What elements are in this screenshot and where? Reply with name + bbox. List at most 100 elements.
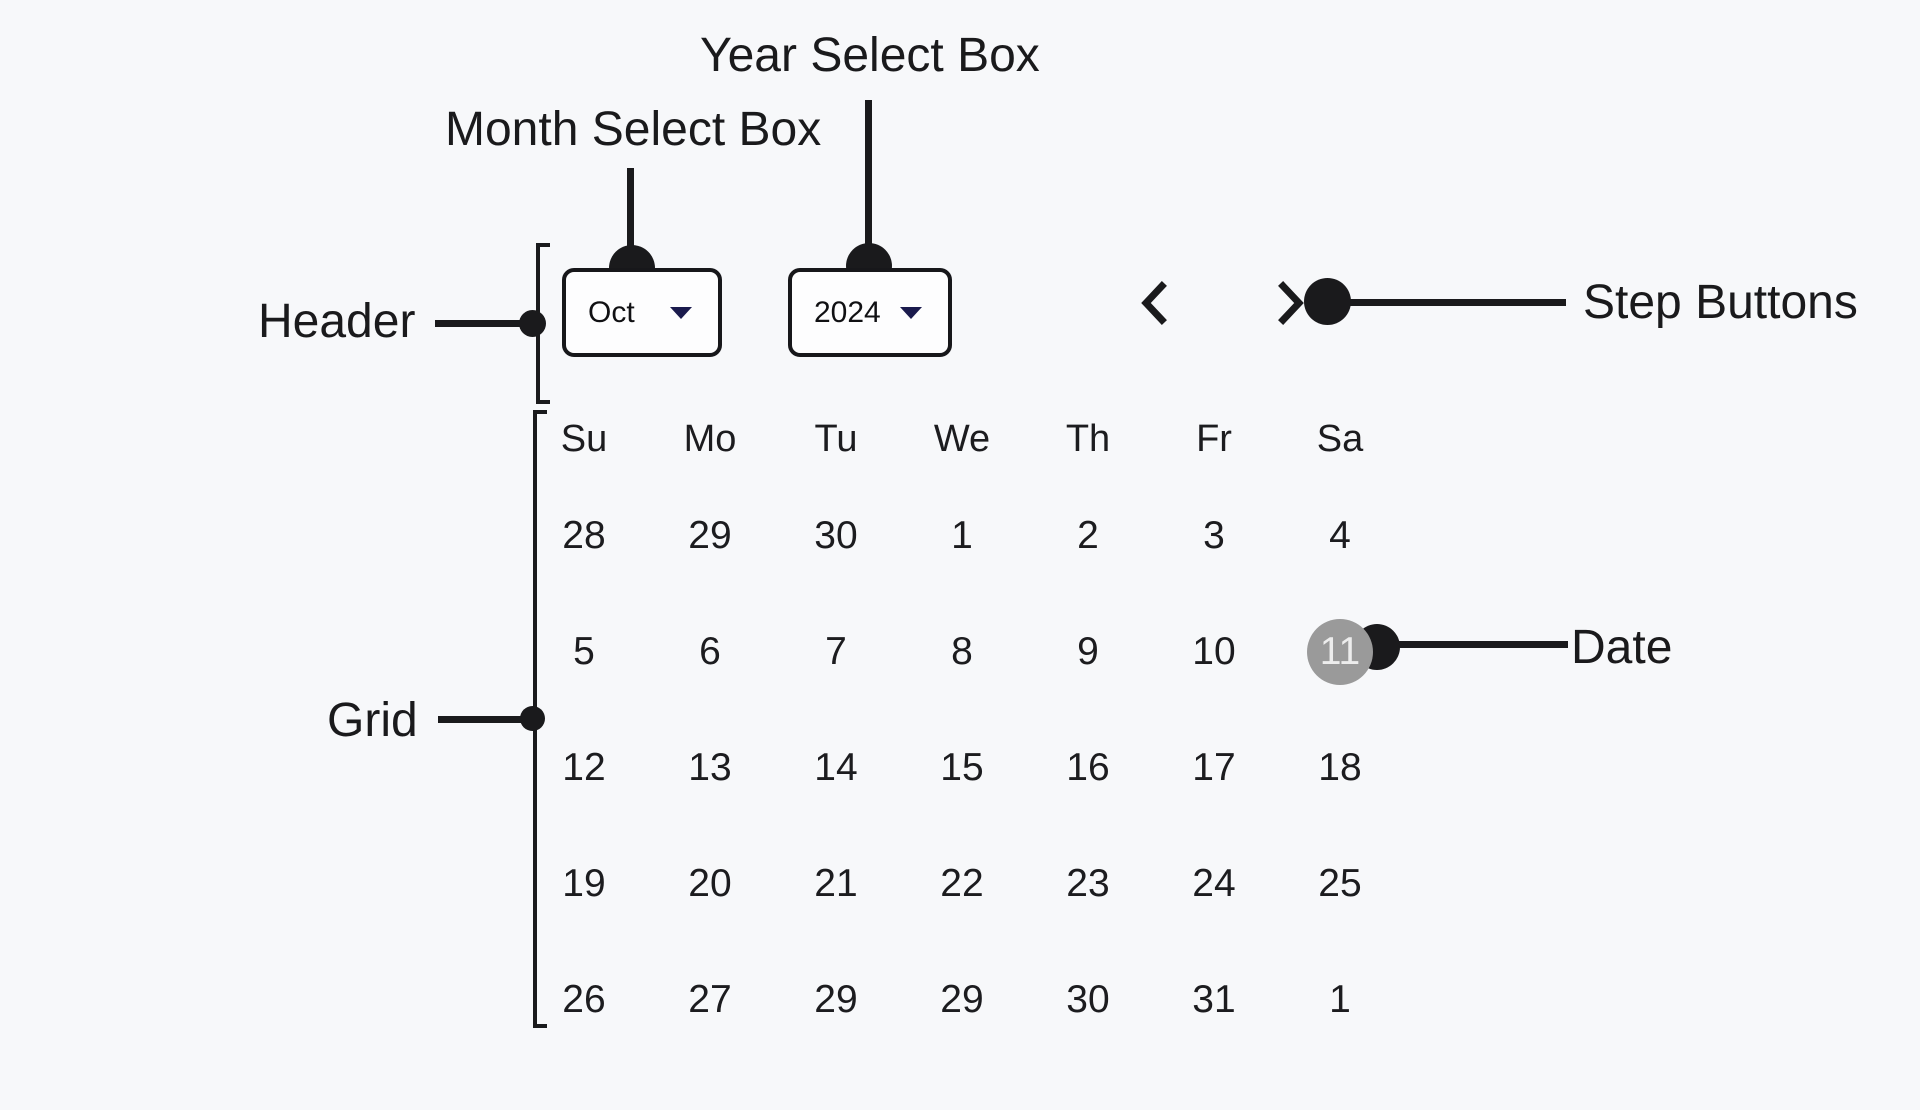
day-label: 8 <box>951 630 973 673</box>
calendar-day[interactable]: 7 <box>773 594 899 710</box>
year-select-annotation-label: Year Select Box <box>700 29 1040 82</box>
day-label: 22 <box>940 862 984 905</box>
grid-connector-dot <box>520 706 545 731</box>
calendar-day[interactable]: 5 <box>521 594 647 710</box>
weekday-header: Sa <box>1277 400 1403 478</box>
calendar-day[interactable]: 21 <box>773 826 899 942</box>
date-annotation-label: Date <box>1571 621 1673 674</box>
calendar-day[interactable]: 16 <box>1025 710 1151 826</box>
day-label: 6 <box>699 630 721 673</box>
step-annotation-line <box>1335 299 1566 306</box>
grid-bracket <box>533 410 547 1028</box>
calendar-grid: Su Mo Tu We Th Fr Sa 28 29 30 1 2 3 4 5 … <box>521 400 1403 1058</box>
day-label: 30 <box>1066 978 1110 1021</box>
weekday-header: Fr <box>1151 400 1277 478</box>
header-bracket <box>536 243 550 404</box>
day-label: 26 <box>562 978 606 1021</box>
weekday-label: Th <box>1065 417 1111 460</box>
day-label: 23 <box>1066 862 1110 905</box>
calendar-day[interactable]: 29 <box>773 942 899 1058</box>
day-label: 12 <box>562 746 606 789</box>
day-label: 9 <box>1077 630 1099 673</box>
weekday-header: Mo <box>647 400 773 478</box>
calendar-day[interactable]: 9 <box>1025 594 1151 710</box>
month-select-box[interactable]: Oct <box>562 268 722 357</box>
calendar-day[interactable]: 1 <box>899 478 1025 594</box>
day-label: 27 <box>688 978 732 1021</box>
calendar-day[interactable]: 1 <box>1277 942 1403 1058</box>
calendar-day[interactable]: 30 <box>773 478 899 594</box>
calendar-day-selected[interactable]: 11 <box>1277 594 1403 710</box>
calendar-day[interactable]: 28 <box>521 478 647 594</box>
calendar-day[interactable]: 15 <box>899 710 1025 826</box>
calendar-day[interactable]: 19 <box>521 826 647 942</box>
weekday-label: Sa <box>1316 417 1364 460</box>
weekday-label: Su <box>560 417 608 460</box>
year-select-box[interactable]: 2024 <box>788 268 952 357</box>
calendar-day[interactable]: 25 <box>1277 826 1403 942</box>
calendar-day[interactable]: 4 <box>1277 478 1403 594</box>
calendar-day[interactable]: 17 <box>1151 710 1277 826</box>
day-label: 2 <box>1077 514 1099 557</box>
day-label: 18 <box>1318 746 1362 789</box>
day-label: 29 <box>940 978 984 1021</box>
day-label: 15 <box>940 746 984 789</box>
calendar-day[interactable]: 18 <box>1277 710 1403 826</box>
calendar-day[interactable]: 23 <box>1025 826 1151 942</box>
month-select-annotation-label: Month Select Box <box>445 103 822 156</box>
day-label: 1 <box>951 514 973 557</box>
year-annotation-line <box>865 100 872 266</box>
chevron-right-icon <box>1278 281 1304 325</box>
day-label: 4 <box>1329 514 1351 557</box>
calendar-day[interactable]: 24 <box>1151 826 1277 942</box>
weekday-header: We <box>899 400 1025 478</box>
day-label: 1 <box>1329 978 1351 1021</box>
weekday-label: Tu <box>814 417 858 460</box>
calendar-day[interactable]: 12 <box>521 710 647 826</box>
calendar-day[interactable]: 31 <box>1151 942 1277 1058</box>
weekday-label: Fr <box>1196 417 1232 460</box>
day-label: 29 <box>688 514 732 557</box>
prev-month-button[interactable] <box>1139 281 1169 325</box>
day-label: 24 <box>1192 862 1236 905</box>
calendar-day[interactable]: 2 <box>1025 478 1151 594</box>
chevron-left-icon <box>1141 281 1167 325</box>
calendar-day[interactable]: 13 <box>647 710 773 826</box>
calendar-day[interactable]: 29 <box>899 942 1025 1058</box>
day-label: 28 <box>562 514 606 557</box>
calendar-day[interactable]: 20 <box>647 826 773 942</box>
weekday-label: Mo <box>683 417 737 460</box>
step-connector-dot <box>1304 278 1351 325</box>
day-label: 5 <box>573 630 595 673</box>
day-label: 20 <box>688 862 732 905</box>
calendar-day[interactable]: 14 <box>773 710 899 826</box>
calendar-day[interactable]: 26 <box>521 942 647 1058</box>
day-label: 3 <box>1203 514 1225 557</box>
calendar-day[interactable]: 8 <box>899 594 1025 710</box>
weekday-header: Th <box>1025 400 1151 478</box>
day-label: 21 <box>814 862 858 905</box>
selected-date: 11 <box>1307 619 1373 685</box>
day-label: 19 <box>562 862 606 905</box>
chevron-down-icon <box>670 306 692 319</box>
day-label: 31 <box>1192 978 1236 1021</box>
day-label: 7 <box>825 630 847 673</box>
header-annotation-line <box>435 320 533 327</box>
calendar-day[interactable]: 29 <box>647 478 773 594</box>
calendar-day[interactable]: 10 <box>1151 594 1277 710</box>
weekday-header: Su <box>521 400 647 478</box>
day-label: 30 <box>814 514 858 557</box>
calendar-day[interactable]: 30 <box>1025 942 1151 1058</box>
calendar-day[interactable]: 27 <box>647 942 773 1058</box>
date-annotation-line <box>1395 641 1568 648</box>
grid-annotation-line <box>438 716 534 723</box>
day-label: 29 <box>814 978 858 1021</box>
weekday-header: Tu <box>773 400 899 478</box>
next-month-button[interactable] <box>1276 281 1306 325</box>
month-annotation-line <box>627 168 634 268</box>
day-label: 10 <box>1192 630 1236 673</box>
calendar-day[interactable]: 6 <box>647 594 773 710</box>
calendar-day[interactable]: 3 <box>1151 478 1277 594</box>
day-label: 16 <box>1066 746 1110 789</box>
calendar-day[interactable]: 22 <box>899 826 1025 942</box>
